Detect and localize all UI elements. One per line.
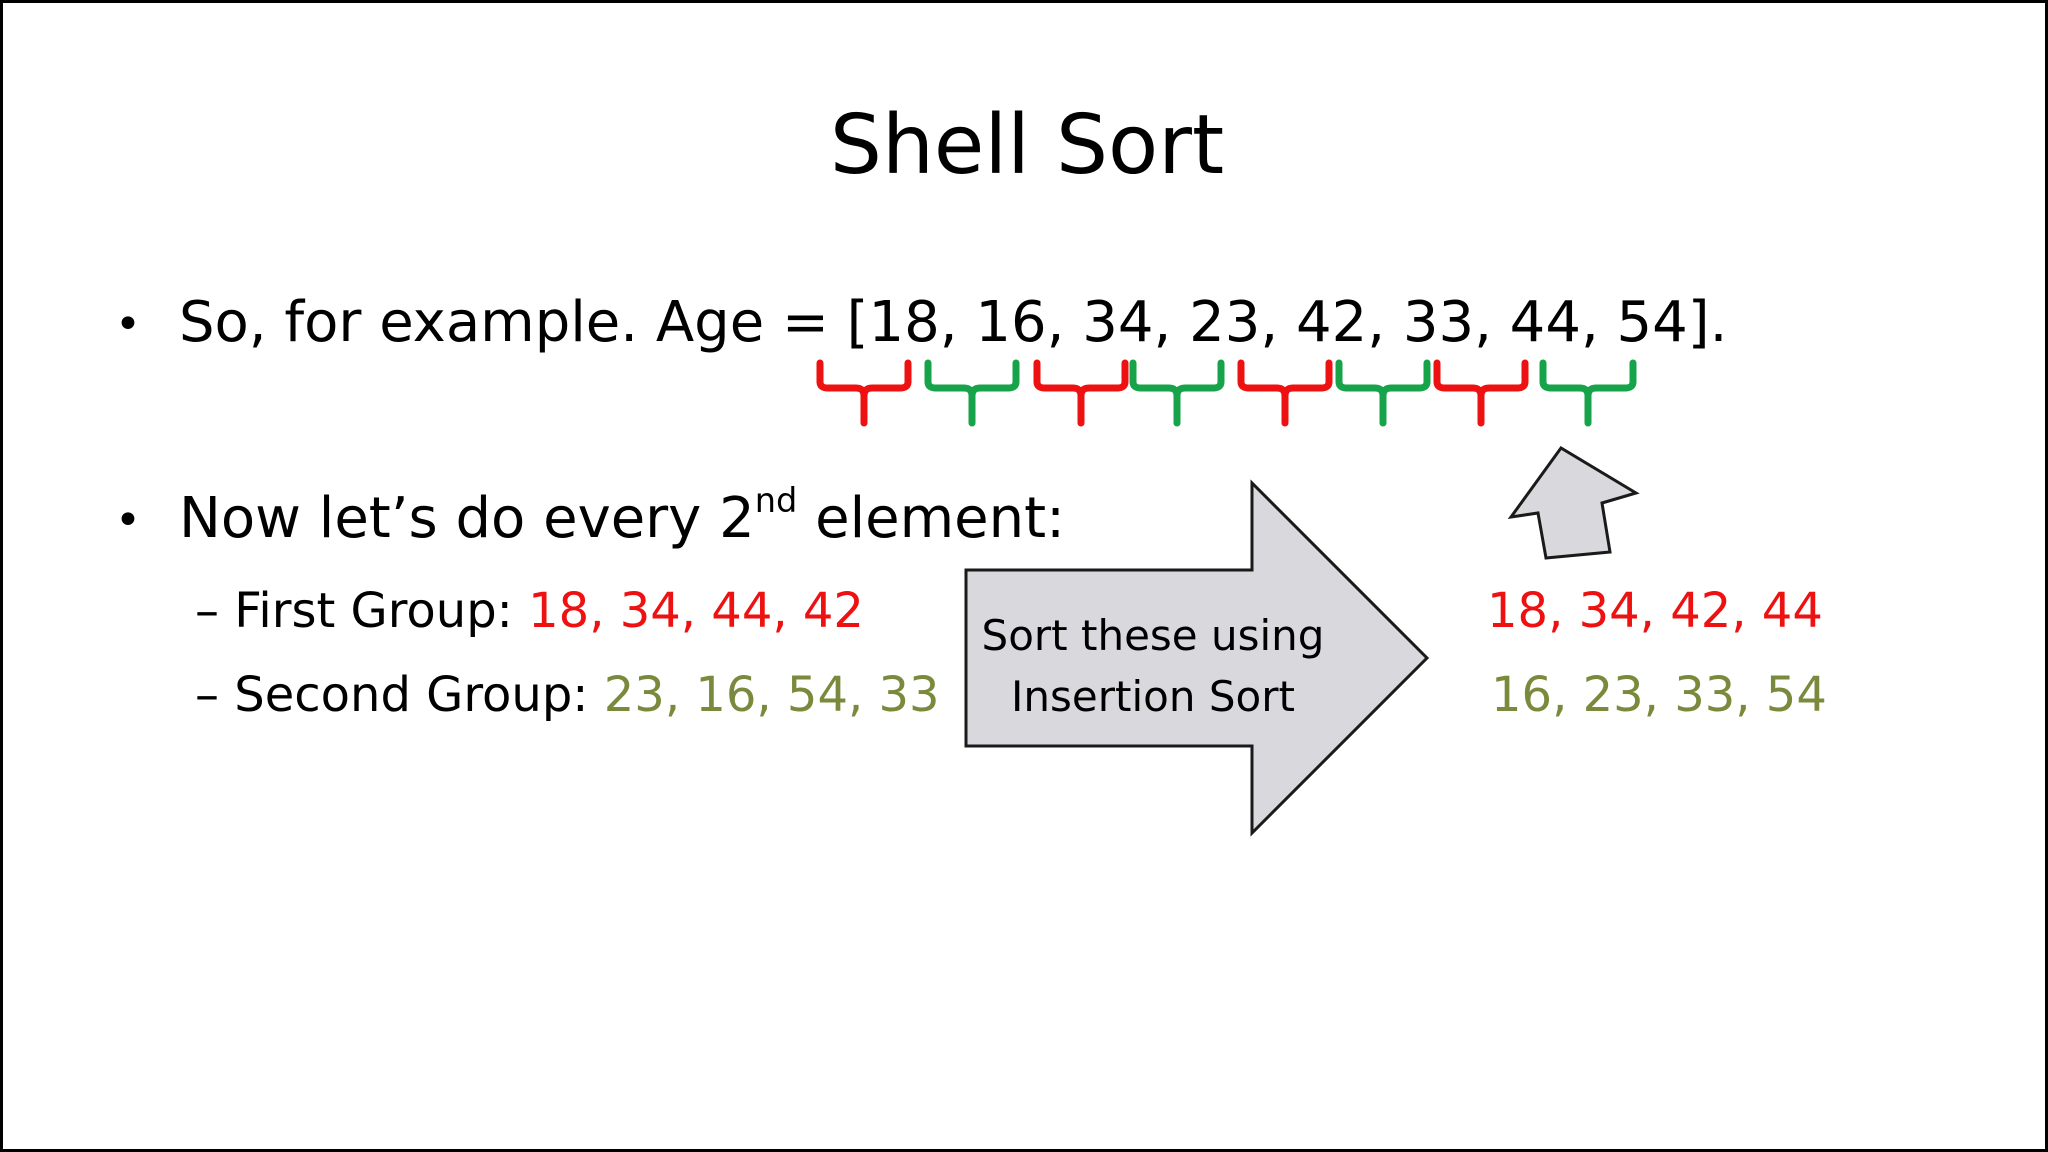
red-bracket-icon [1033,359,1129,427]
green-bracket-icon [1539,359,1637,427]
first-group-label: First Group: [234,583,529,639]
ordinal-suffix: nd [754,480,798,520]
bullet-text-after: element: [797,486,1065,551]
first-group-values: 18, 34, 44, 42 [528,583,864,639]
arrow-label-line-2: Insertion Sort [1011,672,1295,721]
bullet-example-array: So, for example. Age = [18, 16, 34, 23, … [179,290,1728,355]
sub-bullet-second-group: – Second Group: 23, 16, 54, 33 [195,671,940,719]
red-bracket-icon [1433,359,1529,427]
bullet-marker: • [115,299,141,350]
group-brackets [816,359,1637,427]
red-bracket-icon [816,359,912,427]
sorted-second-group: 16, 23, 33, 54 [1491,667,1827,723]
arrow-shapes [964,446,1640,837]
bullet-every-second-element: Now let’s do every 2nd element: [179,484,1065,547]
second-group-label: Second Group: [234,667,604,723]
sub-bullet-first-group: – First Group: 18, 34, 44, 42 [195,587,864,635]
slide-title: Shell Sort [829,98,1225,193]
arrow-label-line-1: Sort these using [981,611,1325,660]
sorted-first-group: 18, 34, 42, 44 [1487,583,1823,639]
bullet-text-before: Now let’s do every 2 [179,486,755,551]
sub-bullet-dash: – [195,667,219,723]
green-bracket-icon [924,359,1020,427]
green-bracket-icon [1335,359,1431,427]
green-bracket-icon [1129,359,1225,427]
right-arrow-icon [964,479,1430,837]
red-bracket-icon [1237,359,1333,427]
second-group-values: 23, 16, 54, 33 [603,667,940,723]
arrow-label: Sort these using Insertion Sort [963,605,1343,727]
bullet-marker: • [115,495,141,546]
small-up-arrow-icon [1507,446,1640,560]
sub-bullet-dash: – [195,583,219,639]
